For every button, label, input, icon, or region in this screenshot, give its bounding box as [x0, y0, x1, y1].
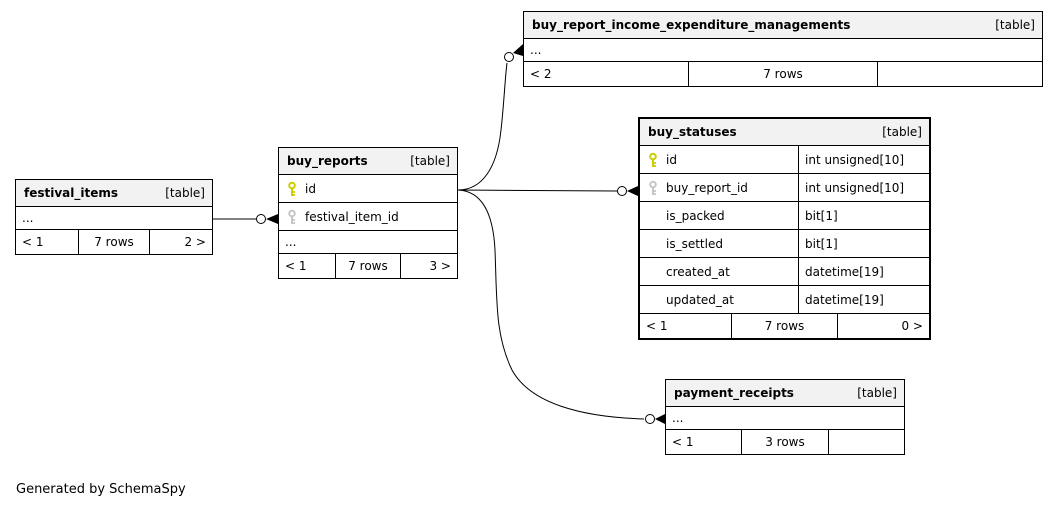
table-buy-reports: buy_reports [table] id festival_item_id … — [278, 147, 458, 279]
edge-circle — [256, 214, 266, 224]
footer-rowcount: 3 rows — [741, 430, 827, 454]
edge-circle — [617, 186, 627, 196]
footer-children: 3 > — [399, 254, 457, 278]
table-badge: [table] — [995, 18, 1035, 32]
table-row: created_at datetime[19] — [640, 258, 929, 286]
edge-arrowhead — [266, 214, 278, 224]
table-badge: [table] — [165, 186, 205, 200]
table-title[interactable]: buy_statuses — [648, 125, 737, 139]
edge-buy-reports-payment-receipts — [457, 189, 645, 420]
footer-children: 2 > — [148, 230, 212, 254]
table-footer: < 1 3 rows — [666, 430, 904, 454]
edge-buy-reports-briem — [457, 62, 508, 191]
column-type: int unsigned[10] — [798, 146, 929, 173]
table-row: ... — [279, 231, 457, 254]
foreign-key-icon — [279, 209, 305, 225]
column-name: buy_report_id — [666, 180, 748, 195]
table-title[interactable]: payment_receipts — [674, 386, 794, 400]
footer-rowcount: 7 rows — [688, 62, 877, 86]
column-type: int unsigned[10] — [798, 174, 929, 201]
table-buy-statuses: buy_statuses [table] id int unsigned[10]… — [638, 117, 931, 340]
table-title[interactable]: festival_items — [24, 186, 119, 200]
edge-buy-reports-buy-statuses — [457, 189, 618, 192]
footer-children: 0 > — [836, 314, 929, 338]
edge-circle — [504, 52, 514, 62]
table-badge: [table] — [882, 125, 922, 139]
column-type: datetime[19] — [798, 286, 929, 313]
column-name: ... — [672, 411, 684, 425]
table-footer: < 1 7 rows 0 > — [640, 314, 929, 338]
foreign-key-icon — [640, 180, 666, 196]
footer-rowcount: 7 rows — [335, 254, 399, 278]
table-footer: < 2 7 rows — [524, 62, 1042, 86]
column-name: updated_at — [666, 292, 734, 307]
edge-circle — [645, 414, 655, 424]
footer-parents: < 1 — [672, 435, 694, 449]
column-name: created_at — [666, 264, 730, 279]
column-name: id — [305, 181, 316, 196]
primary-key-icon — [640, 152, 666, 168]
table-header: buy_reports [table] — [279, 148, 457, 175]
column-name: festival_item_id — [305, 209, 399, 224]
table-row: id int unsigned[10] — [640, 146, 929, 174]
column-type: datetime[19] — [798, 258, 929, 285]
generated-by-text: Generated by SchemaSpy — [16, 482, 186, 497]
table-row: updated_at datetime[19] — [640, 286, 929, 314]
table-title[interactable]: buy_report_income_expenditure_management… — [532, 18, 851, 32]
footer-parents: < 1 — [22, 235, 44, 249]
column-name: is_settled — [666, 236, 723, 251]
table-header: buy_report_income_expenditure_management… — [524, 12, 1042, 39]
table-buy-report-income-expenditure-managements: buy_report_income_expenditure_management… — [523, 11, 1043, 87]
column-name: ... — [530, 43, 542, 57]
table-badge: [table] — [410, 154, 450, 168]
footer-children — [877, 62, 1042, 86]
column-type: bit[1] — [798, 202, 929, 229]
column-name: ... — [285, 235, 297, 249]
edge-arrowhead — [627, 186, 638, 196]
table-payment-receipts: payment_receipts [table] ... < 1 3 rows — [665, 379, 905, 455]
table-festival-items: festival_items [table] ... < 1 7 rows 2 … — [15, 179, 213, 255]
edge-arrowhead — [513, 44, 523, 56]
footer-parents: < 2 — [530, 67, 552, 81]
edge-arrowhead — [655, 414, 665, 424]
column-name: id — [666, 152, 677, 167]
footer-rowcount: 7 rows — [78, 230, 149, 254]
table-row: buy_report_id int unsigned[10] — [640, 174, 929, 202]
table-title[interactable]: buy_reports — [287, 154, 368, 168]
table-row: ... — [16, 207, 212, 230]
table-row: ... — [666, 407, 904, 430]
footer-parents: < 1 — [646, 319, 668, 333]
table-row: ... — [524, 39, 1042, 62]
table-row: id — [279, 175, 457, 203]
column-type: bit[1] — [798, 230, 929, 257]
table-row: festival_item_id — [279, 203, 457, 231]
footer-parents: < 1 — [285, 259, 307, 273]
footer-children — [827, 430, 904, 454]
table-footer: < 1 7 rows 3 > — [279, 254, 457, 278]
table-row: is_packed bit[1] — [640, 202, 929, 230]
primary-key-icon — [279, 181, 305, 197]
table-footer: < 1 7 rows 2 > — [16, 230, 212, 254]
footer-rowcount: 7 rows — [731, 314, 836, 338]
column-name: ... — [22, 211, 34, 225]
table-header: buy_statuses [table] — [640, 119, 929, 146]
table-row: is_settled bit[1] — [640, 230, 929, 258]
table-badge: [table] — [857, 386, 897, 400]
table-header: festival_items [table] — [16, 180, 212, 207]
table-header: payment_receipts [table] — [666, 380, 904, 407]
column-name: is_packed — [666, 208, 725, 223]
